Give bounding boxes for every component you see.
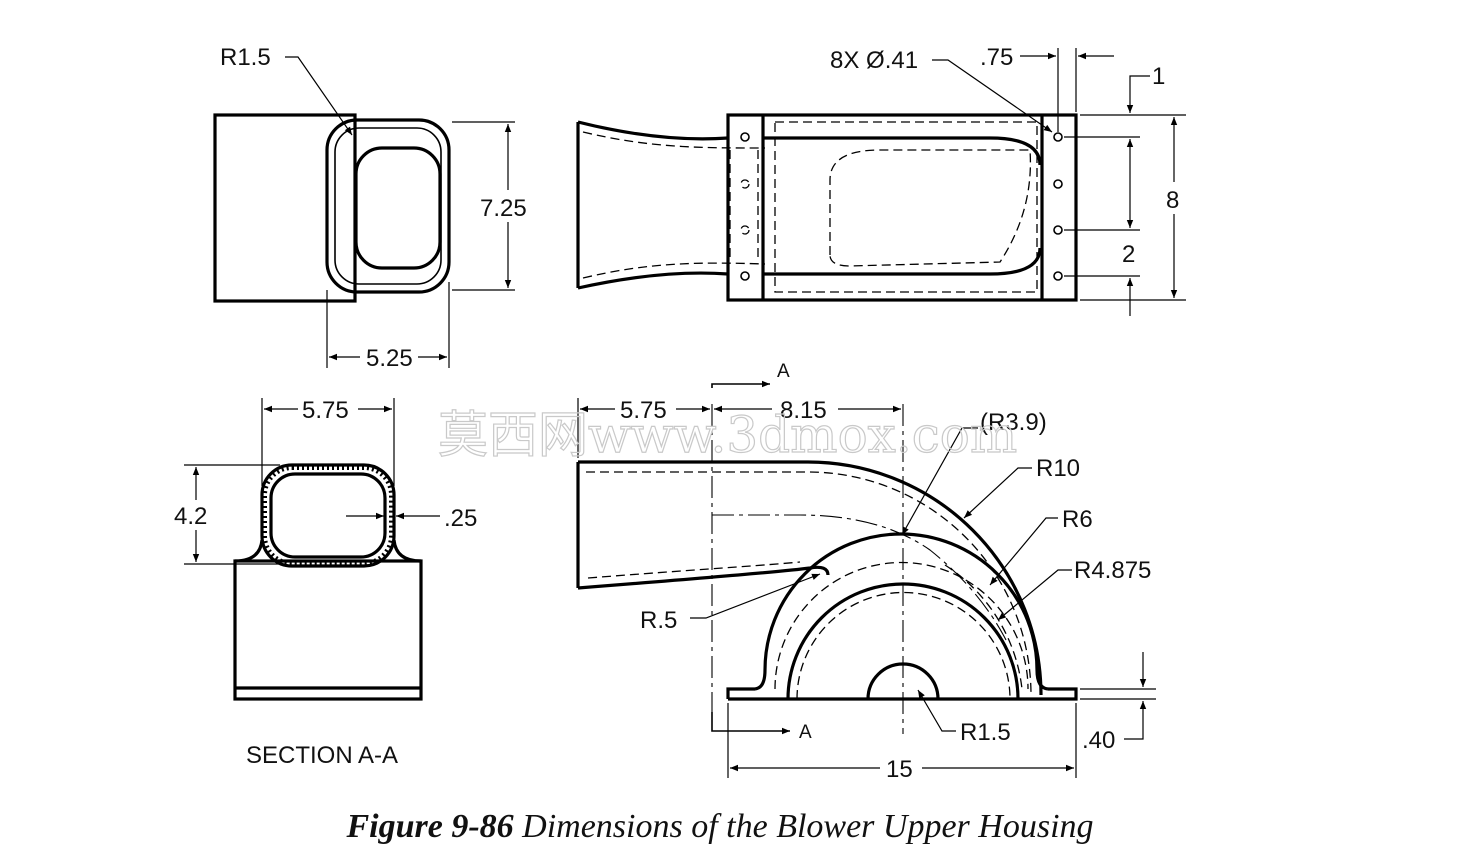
top-funnel-upper <box>577 120 729 141</box>
r6-leader <box>989 517 1058 586</box>
bolt-hole <box>1053 225 1063 235</box>
hidden-line <box>944 564 1023 690</box>
end-height-label: 7.25 <box>480 195 527 222</box>
base-plate <box>726 687 1078 701</box>
hidden-bolt-holes <box>740 179 750 235</box>
top-view: 8X Ø.41 .75 1 8 2 <box>576 44 1186 316</box>
bolt-hole <box>1053 271 1063 281</box>
hidden-line <box>796 591 1011 700</box>
end-view: R1.5 7.25 5.25 <box>213 44 527 372</box>
bolt-hole <box>1053 132 1063 142</box>
section-inner <box>269 472 387 559</box>
r-outer-label: R10 <box>1036 455 1080 482</box>
bolt-holes <box>740 132 1063 281</box>
hidden-line <box>586 471 1032 696</box>
section-hatch <box>263 466 393 565</box>
bolt-hole <box>740 132 750 142</box>
watermark: 莫西网www.3dmox.com <box>438 406 1017 464</box>
bolt-hole <box>740 225 750 235</box>
dim-line <box>1124 701 1147 740</box>
bolt-hole <box>740 179 750 189</box>
section-base <box>233 559 423 701</box>
offset-center-label: 8.15 <box>780 397 827 424</box>
section-arrow <box>711 380 770 388</box>
center-line <box>712 514 1007 641</box>
section-width-label: 5.75 <box>302 397 349 424</box>
front-view: A A 5.75 8.15 (R3.9) R10 R6 R4.875 R.5 R… <box>576 361 1156 783</box>
section-height-label: 4.2 <box>174 503 207 530</box>
end-view-outer-opening <box>325 118 451 294</box>
end-radius-label: R1.5 <box>220 44 271 71</box>
ref-radius-label: (R3.9) <box>980 409 1047 436</box>
spacing-label: 2 <box>1122 241 1135 268</box>
section-outer <box>260 463 396 568</box>
r1-5-hole-leader <box>917 689 956 732</box>
end-width-label: 5.25 <box>366 345 413 372</box>
top-duct-outline <box>763 247 1042 276</box>
section-arrow <box>711 712 790 735</box>
bolt-hole <box>740 271 750 281</box>
hidden-line <box>774 561 1029 690</box>
offset-label: 1 <box>1152 63 1165 90</box>
thickness-label: .40 <box>1082 727 1115 754</box>
section-view: 5.75 4.2 .25 SECTION A-A <box>174 397 477 769</box>
section-label: SECTION A-A <box>246 742 398 769</box>
duct-bottom <box>577 565 830 590</box>
technical-drawing: R1.5 7.25 5.25 <box>174 44 1186 783</box>
figure-number: Figure 9-86 <box>346 808 514 845</box>
height-label: 8 <box>1166 187 1179 214</box>
r4-875-leader <box>997 569 1072 621</box>
r-inner-label: R4.875 <box>1074 557 1151 584</box>
top-funnel-lower <box>577 271 729 290</box>
offset-left-label: 5.75 <box>620 397 667 424</box>
bolt-hole <box>1053 179 1063 189</box>
hidden-line <box>582 131 766 149</box>
hidden-line <box>774 121 1038 293</box>
r-5-leader <box>690 573 821 619</box>
wall-label: .25 <box>444 505 477 532</box>
r1-5-leader <box>285 56 353 136</box>
r-fillet-label: R.5 <box>640 607 677 634</box>
top-flange <box>726 113 1078 302</box>
hole-leader <box>932 59 1053 133</box>
figure-title: Dimensions of the Blower Upper Housing <box>522 808 1094 845</box>
figure-caption: Figure 9-86 Dimensions of the Blower Upp… <box>0 808 1440 846</box>
r10-leader <box>963 467 1032 519</box>
dim-line <box>1126 75 1150 113</box>
r-hole-label: R1.5 <box>960 719 1011 746</box>
r-mid-label: R6 <box>1062 506 1093 533</box>
section-marker-top: A <box>777 361 790 382</box>
duct-top <box>578 460 1043 696</box>
length-label: 15 <box>886 756 913 783</box>
end-view-inner-opening <box>354 146 442 270</box>
edge-label: .75 <box>980 44 1013 71</box>
end-view-body <box>213 113 357 303</box>
hidden-line <box>587 561 801 579</box>
r3-9-leader <box>901 427 978 536</box>
hidden-line <box>582 262 766 279</box>
section-marker-bottom: A <box>799 722 812 743</box>
top-duct-outline <box>763 136 1042 166</box>
hidden-line <box>829 149 1032 267</box>
holes-label: 8X Ø.41 <box>830 47 918 74</box>
